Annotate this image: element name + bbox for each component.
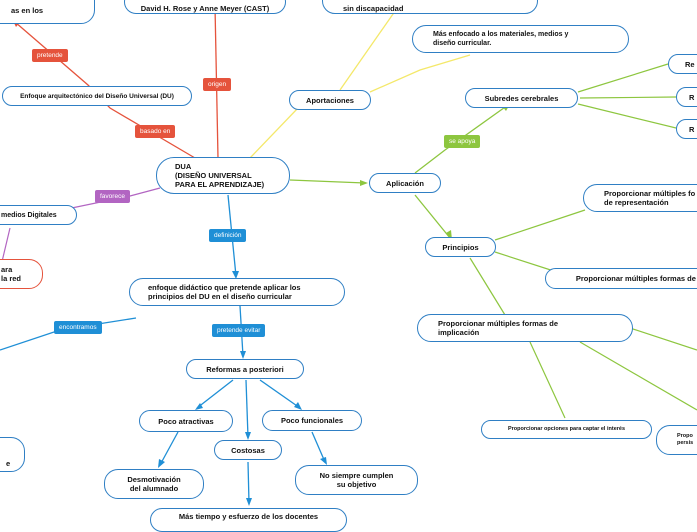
enfoque-arquitectonico-text: Enfoque arquitectónico del Diseño Univer…: [20, 92, 174, 100]
no-siempre-text: No siempre cumplen su objetivo: [319, 471, 394, 489]
representacion-text: Proporcionar múltiples fo de representac…: [604, 189, 696, 207]
aplicacion-text: Aplicación: [386, 178, 424, 188]
tag-definicion-text: definición: [214, 232, 242, 239]
tag-pretende-text: pretende: [37, 52, 63, 59]
re-node-1[interactable]: Re: [668, 54, 697, 74]
principios-node[interactable]: Principios: [425, 237, 496, 257]
left-partial-text: e: [6, 459, 11, 468]
opciones-interes-node[interactable]: Proporcionar opciones para captar el int…: [481, 420, 652, 439]
costosas-text: Costosas: [231, 445, 265, 455]
poco-atractivas-node[interactable]: Poco atractivas: [139, 410, 233, 432]
para-red-text: ara la red: [1, 265, 22, 283]
persistencia-node[interactable]: Propo persis: [656, 425, 697, 455]
desmotivacion-text: Desmotivación del alumnado: [127, 475, 181, 493]
opciones-interes-text: Proporcionar opciones para captar el int…: [507, 426, 626, 432]
tag-pretende[interactable]: pretende: [32, 49, 68, 62]
top-left-node[interactable]: as en los: [0, 0, 95, 24]
principios-text: Principios: [442, 242, 479, 252]
subredes-node[interactable]: Subredes cerebrales: [465, 88, 578, 108]
aportaciones-node[interactable]: Aportaciones: [289, 90, 371, 110]
tag-favorece[interactable]: favorece: [95, 190, 130, 203]
rose-meyer-node[interactable]: David H. Rose y Anne Meyer (CAST): [124, 0, 286, 14]
re-node-1-text: Re: [685, 59, 695, 69]
dua-central-text: DUA (DISEÑO UNIVERSAL PARA EL APRENDIZAJ…: [175, 162, 265, 189]
enfoque-didactico-node[interactable]: enfoque didáctico que pretende aplicar l…: [129, 278, 345, 306]
tag-basado-en[interactable]: basado en: [135, 125, 176, 138]
rose-meyer-text: David H. Rose y Anne Meyer (CAST): [140, 3, 270, 13]
persistencia-text: Propo persis: [677, 433, 694, 446]
tag-se-apoya[interactable]: se apoya: [444, 135, 481, 148]
no-siempre-node[interactable]: No siempre cumplen su objetivo: [295, 465, 418, 495]
implicacion-node[interactable]: Proporcionar múltiples formas de implica…: [417, 314, 633, 342]
tag-encontramos-text: encontramos: [59, 324, 97, 331]
desmotivacion-node[interactable]: Desmotivación del alumnado: [104, 469, 204, 499]
sin-discapacidad-node[interactable]: sin discapacidad: [322, 0, 538, 14]
mas-enfocado-text: Más enfocado a los materiales, medios y …: [433, 31, 569, 47]
poco-funcionales-text: Poco funcionales: [280, 416, 344, 425]
tag-favorece-text: favorece: [100, 193, 125, 200]
multiples-formas-node[interactable]: Proporcionar múltiples formas de e: [545, 268, 697, 289]
tag-encontramos[interactable]: encontramos: [54, 321, 102, 334]
dua-central-node[interactable]: DUA (DISEÑO UNIVERSAL PARA EL APRENDIZAJ…: [156, 157, 290, 194]
mas-enfocado-node[interactable]: Más enfocado a los materiales, medios y …: [412, 25, 629, 53]
re-node-3-text: R: [689, 124, 695, 134]
aplicacion-node[interactable]: Aplicación: [369, 173, 441, 193]
mas-tiempo-text: Más tiempo y esfuerzo de los docentes: [178, 511, 319, 521]
aportaciones-text: Aportaciones: [306, 95, 354, 105]
re-node-2-text: R: [689, 92, 695, 102]
subredes-text: Subredes cerebrales: [484, 93, 559, 103]
costosas-node[interactable]: Costosas: [214, 440, 282, 460]
tag-origen-text: origen: [208, 81, 227, 88]
tag-pretende-evitar[interactable]: pretende evitar: [212, 324, 266, 337]
re-node-2[interactable]: R: [676, 87, 697, 107]
tag-se-apoya-text: se apoya: [449, 138, 476, 145]
medios-digitales-node[interactable]: medios Digitales: [0, 205, 77, 225]
reformas-text: Reformas a posteriori: [206, 364, 284, 374]
sin-discapacidad-text: sin discapacidad: [343, 3, 404, 13]
mas-tiempo-node[interactable]: Más tiempo y esfuerzo de los docentes: [150, 508, 347, 532]
poco-atractivas-text: Poco atractivas: [158, 416, 214, 426]
top-left-node-text: as en los: [11, 5, 44, 15]
tag-pretende-evitar-text: pretende evitar: [217, 327, 261, 334]
medios-digitales-text: medios Digitales: [1, 211, 57, 219]
left-partial-node[interactable]: e: [0, 437, 25, 472]
reformas-node[interactable]: Reformas a posteriori: [186, 359, 304, 379]
tag-definicion[interactable]: definición: [209, 229, 247, 242]
implicacion-text: Proporcionar múltiples formas de implica…: [438, 319, 559, 337]
poco-funcionales-node[interactable]: Poco funcionales: [262, 410, 362, 431]
tag-origen[interactable]: origen: [203, 78, 232, 91]
representacion-node[interactable]: Proporcionar múltiples fo de representac…: [583, 184, 697, 212]
enfoque-didactico-text: enfoque didáctico que pretende aplicar l…: [148, 283, 301, 301]
re-node-3[interactable]: R: [676, 119, 697, 139]
enfoque-arquitectonico-node[interactable]: Enfoque arquitectónico del Diseño Univer…: [2, 86, 192, 106]
connector-lines: [0, 3, 697, 506]
para-red-node[interactable]: ara la red: [0, 259, 43, 289]
multiples-formas-text: Proporcionar múltiples formas de e: [575, 274, 697, 283]
tag-basado-en-text: basado en: [140, 128, 171, 135]
